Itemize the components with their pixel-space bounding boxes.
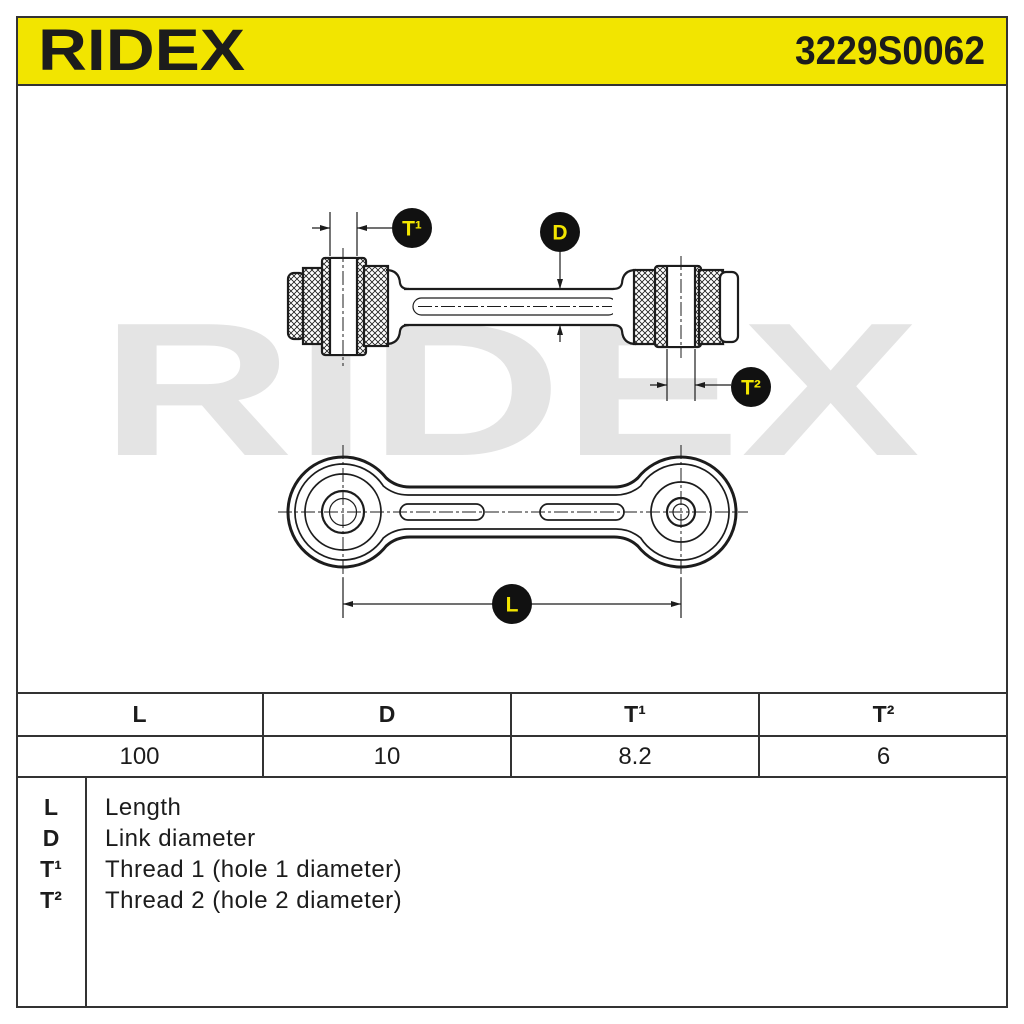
table-header-cell: T¹ [512, 694, 760, 735]
legend-key: T¹ [40, 856, 62, 882]
link-inner-outline [294, 463, 730, 561]
table-cell: 8.2 [512, 737, 760, 776]
table-header-cell: L [17, 694, 264, 735]
label-d-badge [540, 212, 580, 252]
label-d: D [552, 222, 567, 245]
legend-keys: L D T¹ T² [17, 778, 87, 1007]
right-rubber-inner [632, 268, 659, 346]
table-cell: 10 [264, 737, 512, 776]
legend-description: Thread 2 (hole 2 diameter) [105, 887, 403, 914]
left-rubber-outer [301, 266, 326, 346]
drawing-canvas: RIDEX [100, 208, 920, 624]
table-cell: 100 [17, 737, 264, 776]
table-header-cell: T² [872, 701, 895, 727]
legend-description: Thread 1 (hole 1 diameter) [105, 856, 403, 883]
header-graphics: RIDEX 3229S0062 [38, 18, 985, 83]
rod [404, 287, 626, 327]
left-bushing [286, 256, 410, 357]
label-t1: T¹ [402, 218, 422, 241]
dimension-t2: T² [650, 349, 771, 407]
table-header-row: L D T¹ T² [17, 694, 1007, 737]
left-rubber-inner [362, 264, 390, 348]
right-bushing [612, 264, 740, 349]
legend-descriptions: Length Link diameter Thread 1 (hole 1 di… [105, 778, 402, 916]
plan-view: L [278, 445, 748, 624]
label-l-badge [492, 584, 532, 624]
label-t2-badge [731, 367, 771, 407]
legend-description: Link diameter [105, 825, 256, 852]
dimension-l: L [342, 578, 682, 624]
legend-key: T² [40, 887, 62, 913]
table-header-cell: D [264, 694, 512, 735]
brand-logo: RIDEX [38, 18, 245, 83]
label-t2: T² [741, 377, 761, 400]
legend-key: D [42, 825, 60, 851]
table-row: 100 10 8.2 6 [17, 737, 1007, 776]
dimension-d: D [540, 212, 580, 342]
technical-drawing: RIDEX [17, 86, 1007, 692]
right-end-cap [718, 270, 740, 344]
right-neck-outline [612, 268, 637, 346]
legend-key: L [43, 794, 59, 820]
part-number: 3229S0062 [795, 29, 985, 73]
dimension-t1: T¹ [312, 208, 432, 256]
legend: L D T¹ T² Length Link diameter Thread 1 … [17, 778, 1007, 1007]
dimensions-table: L D T¹ T² 100 10 8.2 6 [17, 692, 1007, 778]
side-view: T¹ D T² [286, 208, 771, 407]
legend-description: Length [105, 794, 182, 821]
header-bar: RIDEX 3229S0062 [17, 17, 1007, 86]
label-t1-badge [392, 208, 432, 248]
table-cell: 6 [876, 742, 891, 770]
label-l: L [506, 594, 519, 617]
